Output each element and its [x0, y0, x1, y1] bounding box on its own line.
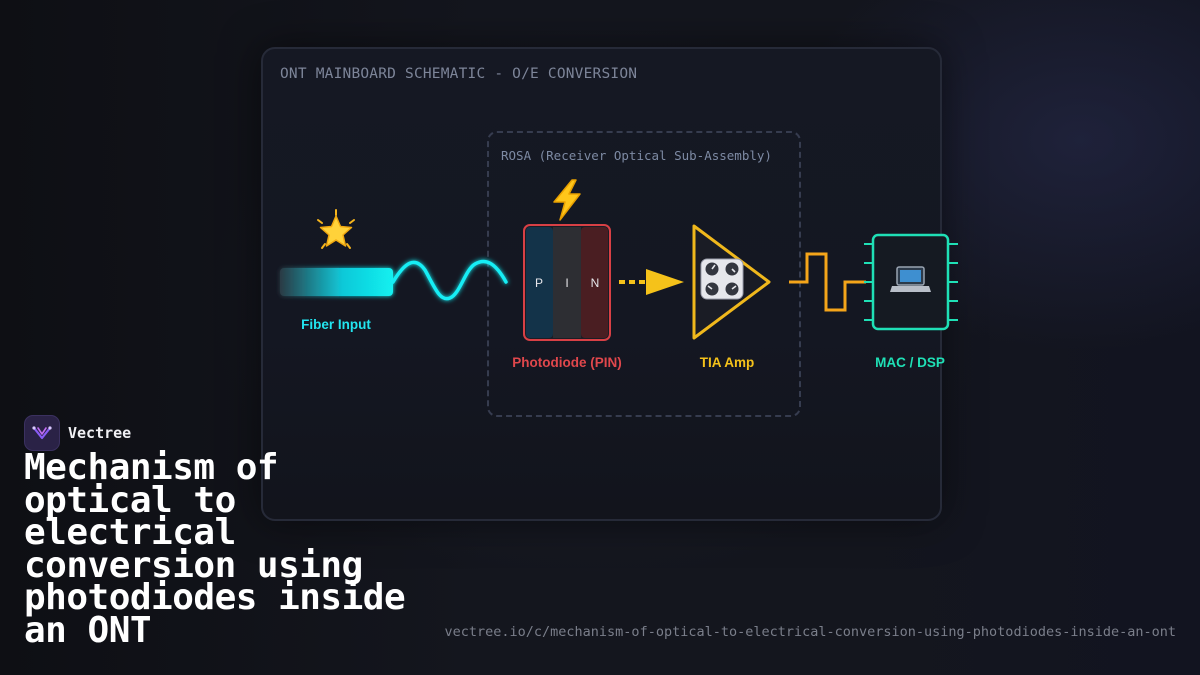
- rosa-label: ROSA (Receiver Optical Sub-Assembly): [501, 148, 772, 163]
- photodiode-pin: P I N: [523, 224, 611, 341]
- laptop-icon: [890, 266, 931, 292]
- brand-name: Vectree: [68, 424, 132, 442]
- pin-letter-p: P: [535, 276, 543, 290]
- article-url[interactable]: vectree.io/c/mechanism-of-optical-to-ele…: [444, 624, 1177, 640]
- pin-letter-i: I: [565, 276, 568, 290]
- pin-layer-i: [553, 227, 581, 338]
- star-emoji-icon: [317, 209, 355, 249]
- digital-square-wave: [789, 252, 866, 312]
- optical-wave: [391, 259, 508, 301]
- schematic-title: ONT MAINBOARD SCHEMATIC - O/E CONVERSION: [280, 66, 638, 82]
- vectree-logo-icon: [24, 415, 60, 451]
- article-headline: Mechanism of optical to electrical conve…: [24, 447, 406, 651]
- lightning-bolt-icon: [553, 179, 581, 221]
- fiber-cable: [280, 268, 393, 296]
- tia-amp-label: TIA Amp: [699, 355, 755, 370]
- pin-layer-p: [526, 227, 553, 338]
- rosa-box: [487, 131, 801, 417]
- control-knobs-icon: [700, 258, 744, 300]
- pin-layer-n: [581, 227, 608, 338]
- fiber-input-label: Fiber Input: [301, 317, 371, 332]
- brand[interactable]: Vectree: [24, 415, 131, 451]
- photocurrent-arrow: [619, 269, 684, 295]
- photodiode-label: Photodiode (PIN): [512, 355, 622, 370]
- mac-dsp-label: MAC / DSP: [875, 355, 945, 370]
- pin-letter-n: N: [591, 276, 600, 290]
